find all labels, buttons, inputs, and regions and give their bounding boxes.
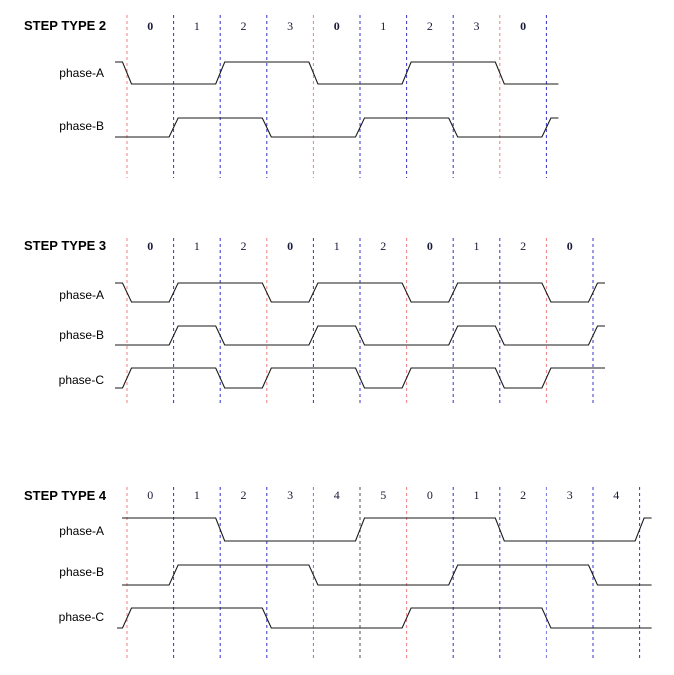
column-label: 4 (334, 488, 340, 502)
column-label: 3 (567, 488, 573, 502)
section-step-type-3: STEP TYPE 3 0 1 2 0 1 2 0 1 2 0 phase-A phase-B phase… (24, 238, 605, 404)
waveform-phase-A (115, 282, 605, 303)
column-label: 4 (613, 488, 619, 502)
column-label: 3 (287, 19, 293, 33)
phase-label-phase-A: phase-A (59, 524, 104, 538)
phase-label-phase-B: phase-B (59, 119, 104, 133)
column-label: 2 (520, 239, 526, 253)
column-label: 1 (194, 239, 200, 253)
waveform-phase-A (115, 61, 559, 85)
waveform-phase-C (115, 367, 605, 389)
waveform-phase-B (122, 564, 652, 586)
column-label: 0 (567, 239, 573, 253)
phase-label-phase-C: phase-C (59, 610, 105, 624)
column-label: 1 (380, 19, 386, 33)
column-label: 5 (380, 488, 386, 502)
section-title: STEP TYPE 3 (24, 238, 106, 253)
phase-label-phase-A: phase-A (59, 66, 104, 80)
column-label: 3 (474, 19, 480, 33)
column-label: 2 (241, 488, 247, 502)
phase-label-phase-A: phase-A (59, 288, 104, 302)
column-label: 0 (427, 488, 433, 502)
waveform-phase-B (115, 325, 605, 346)
section-step-type-4: STEP TYPE 4 0 1 2 3 4 5 0 1 2 3 4 phase-A phase-B phas… (24, 487, 652, 658)
phase-label-phase-B: phase-B (59, 328, 104, 342)
column-label: 1 (474, 488, 480, 502)
column-label: 2 (380, 239, 386, 253)
waveform-phase-A (122, 517, 652, 542)
section-title: STEP TYPE 2 (24, 18, 106, 33)
column-label: 0 (427, 239, 433, 253)
column-label: 0 (287, 239, 293, 253)
column-label: 3 (287, 488, 293, 502)
column-label: 0 (147, 239, 153, 253)
column-label: 1 (474, 239, 480, 253)
column-label: 0 (334, 19, 340, 33)
column-label: 0 (147, 488, 153, 502)
waveform-phase-C (117, 607, 652, 629)
column-label: 1 (334, 239, 340, 253)
waveform-phase-B (115, 117, 559, 138)
column-label: 2 (241, 19, 247, 33)
column-label: 1 (194, 19, 200, 33)
column-label: 2 (241, 239, 247, 253)
section-step-type-2: STEP TYPE 2 0 1 2 3 0 1 2 3 0 phase-A phase-B (24, 15, 559, 178)
column-label: 2 (427, 19, 433, 33)
section-title: STEP TYPE 4 (24, 488, 107, 503)
column-label: 0 (147, 19, 153, 33)
column-label: 0 (520, 19, 526, 33)
phase-label-phase-B: phase-B (59, 565, 104, 579)
phase-label-phase-C: phase-C (59, 373, 105, 387)
column-label: 2 (520, 488, 526, 502)
column-label: 1 (194, 488, 200, 502)
